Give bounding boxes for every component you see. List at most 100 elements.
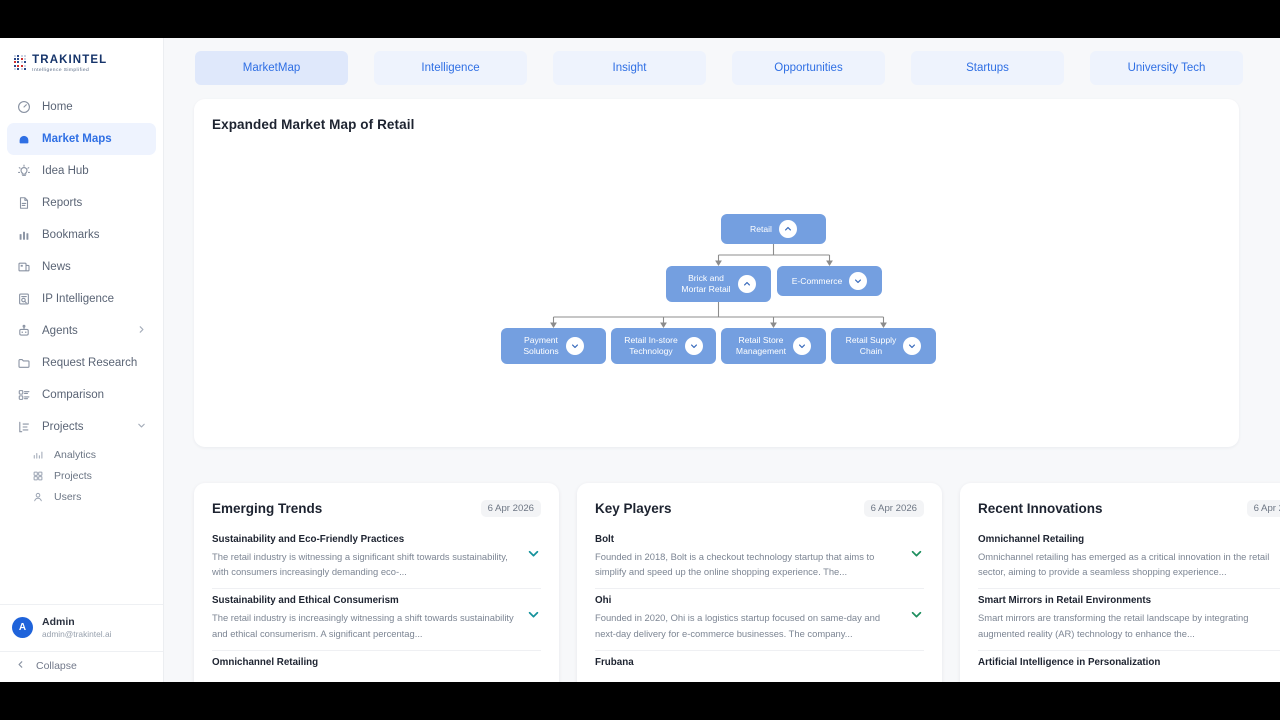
tab-startups[interactable]: Startups — [911, 51, 1064, 85]
collapse-toggle-up-icon[interactable] — [737, 275, 756, 293]
list-item[interactable]: Frubana — [595, 651, 924, 681]
card-key-players: Key Players 6 Apr 2026 Bolt Founded in 2… — [577, 483, 942, 682]
list-item-title: Ohi — [595, 595, 612, 607]
chevron-down-icon[interactable] — [910, 595, 924, 626]
sidebar-item-idea-hub[interactable]: Idea Hub — [7, 155, 156, 187]
tree-node-retail-supply-chain[interactable]: Retail Supply Chain — [831, 328, 936, 364]
tree-node-retail-store-management[interactable]: Retail Store Management — [721, 328, 826, 364]
list-item[interactable]: Artificial Intelligence in Personalizati… — [978, 651, 1280, 681]
tab-opportunities[interactable]: Opportunities — [732, 51, 885, 85]
card-date-badge: 6 Apr 2026 — [863, 500, 924, 517]
sidebar-subitem-analytics[interactable]: Analytics — [24, 445, 156, 466]
list-item-title: Bolt — [595, 534, 615, 545]
sidebar-subitem-projects[interactable]: Projects — [24, 466, 156, 487]
user-email: admin@trakintel.ai — [42, 629, 112, 640]
brand-name: TRAKINTEL — [32, 54, 108, 66]
card-list: Sustainability and Eco-Friendly Practice… — [194, 528, 559, 681]
tree-connectors — [550, 244, 887, 328]
sidebar-item-projects[interactable]: Projects — [7, 411, 156, 443]
list-item[interactable]: Omnichannel Retailing — [212, 651, 541, 681]
tree-node-retail[interactable]: Retail — [721, 214, 826, 244]
sidebar-item-comparison[interactable]: Comparison — [7, 379, 156, 411]
main-content: MarketMap Intelligence Insight Opportuni… — [164, 38, 1280, 682]
tree-node-retail-in-store-technology[interactable]: Retail In-store Technology — [611, 328, 716, 364]
sidebar-item-request-research[interactable]: Request Research — [7, 347, 156, 379]
users-icon — [31, 491, 44, 504]
collapse-button[interactable]: Collapse — [0, 651, 163, 682]
list-item-description: Omnichannel retailing has emerged as a c… — [978, 551, 1270, 578]
projects-icon — [16, 419, 31, 434]
chevron-down-icon[interactable] — [910, 534, 924, 565]
tab-intelligence[interactable]: Intelligence — [374, 51, 527, 85]
sidebar-item-ip-intelligence[interactable]: IP Intelligence — [7, 283, 156, 315]
tree-node-e-commerce[interactable]: E-Commerce — [777, 266, 882, 296]
document-icon — [16, 195, 31, 210]
list-item-description: The retail industry is witnessing a sign… — [212, 551, 508, 578]
tab-insight[interactable]: Insight — [553, 51, 706, 85]
chevron-down-icon[interactable] — [527, 534, 541, 565]
market-map-tree: Retail Brick and Mortar Retail E-Commerc… — [194, 99, 1239, 447]
sidebar-item-home[interactable]: Home — [7, 91, 156, 123]
sidebar-item-news[interactable]: News — [7, 251, 156, 283]
application-window: TRAKINTEL Intelligence Simplified Home — [0, 38, 1280, 682]
collapse-toggle-up-icon[interactable] — [778, 220, 797, 238]
list-item[interactable]: Ohi Founded in 2020, Ohi is a logistics … — [595, 589, 924, 651]
card-date-badge: 6 Apr 2026 — [480, 500, 541, 517]
sidebar-item-bookmarks[interactable]: Bookmarks — [7, 219, 156, 251]
expand-toggle-down-icon[interactable] — [565, 337, 584, 355]
sidebar: TRAKINTEL Intelligence Simplified Home — [0, 38, 164, 682]
list-item-title: Smart Mirrors in Retail Environments — [978, 595, 1152, 607]
sidebar-subitem-label: Users — [54, 491, 82, 504]
user-profile[interactable]: A Admin admin@trakintel.ai — [0, 603, 163, 651]
expand-toggle-down-icon[interactable] — [793, 337, 812, 355]
sidebar-item-agents[interactable]: Agents — [7, 315, 156, 347]
expand-toggle-down-icon[interactable] — [849, 272, 868, 290]
tree-node-payment-solutions[interactable]: Payment Solutions — [501, 328, 606, 364]
brand-tagline: Intelligence Simplified — [32, 68, 90, 73]
expand-toggle-down-icon[interactable] — [684, 337, 703, 355]
list-item[interactable]: Sustainability and Ethical Consumerism T… — [212, 589, 541, 651]
tree-node-label: Retail In-store Technology — [624, 335, 678, 356]
sidebar-subitem-users[interactable]: Users — [24, 487, 156, 508]
sidebar-item-label: Idea Hub — [42, 164, 89, 177]
card-list: Omnichannel Retailing Omnichannel retail… — [960, 528, 1280, 681]
tree-node-brick-and-mortar-retail[interactable]: Brick and Mortar Retail — [666, 266, 771, 302]
logo-mark-icon — [14, 54, 27, 71]
card-date-badge: 6 Apr 2026 — [1246, 500, 1280, 517]
list-item[interactable]: Smart Mirrors in Retail Environments Sma… — [978, 589, 1280, 651]
tree-node-label: Payment Solutions — [523, 335, 559, 356]
sidebar-item-label: News — [42, 260, 71, 273]
card-emerging-trends: Emerging Trends 6 Apr 2026 Sustainabilit… — [194, 483, 559, 682]
sidebar-item-market-maps[interactable]: Market Maps — [7, 122, 156, 155]
tab-marketmap[interactable]: MarketMap — [195, 51, 348, 85]
market-map-panel: Expanded Market Map of Retail — [194, 99, 1239, 447]
user-name: Admin — [42, 615, 75, 628]
list-item-description: Smart mirrors are transforming the retai… — [978, 612, 1249, 639]
card-header: Recent Innovations 6 Apr 2026 — [960, 483, 1280, 517]
sidebar-item-label: Comparison — [42, 388, 104, 401]
list-item-title: Frubana — [595, 656, 634, 668]
robot-icon — [16, 323, 31, 338]
card-title: Recent Innovations — [978, 501, 1103, 516]
card-title: Emerging Trends — [212, 501, 323, 516]
bookmarks-icon — [16, 227, 31, 242]
list-item-title: Sustainability and Eco-Friendly Practice… — [212, 534, 405, 545]
sidebar-item-reports[interactable]: Reports — [7, 187, 156, 219]
news-icon — [16, 259, 31, 274]
chevron-down-icon[interactable] — [527, 595, 541, 626]
expand-toggle-down-icon[interactable] — [903, 337, 922, 355]
analytics-chart-icon — [31, 449, 44, 462]
comparison-grid-icon — [16, 387, 31, 402]
chevron-right-icon — [137, 325, 146, 337]
list-item-title: Omnichannel Retailing — [978, 534, 1085, 545]
list-item[interactable]: Bolt Founded in 2018, Bolt is a checkout… — [595, 528, 924, 590]
chevron-left-icon — [16, 660, 25, 672]
list-item-title: Artificial Intelligence in Personalizati… — [978, 656, 1161, 668]
folder-icon — [16, 355, 31, 370]
tab-university-tech[interactable]: University Tech — [1090, 51, 1243, 85]
lightbulb-icon — [16, 163, 31, 178]
list-item[interactable]: Sustainability and Eco-Friendly Practice… — [212, 528, 541, 590]
page-title: Expanded Market Map of Retail — [212, 117, 415, 132]
brand-logo[interactable]: TRAKINTEL Intelligence Simplified — [0, 38, 163, 86]
list-item[interactable]: Omnichannel Retailing Omnichannel retail… — [978, 528, 1280, 590]
